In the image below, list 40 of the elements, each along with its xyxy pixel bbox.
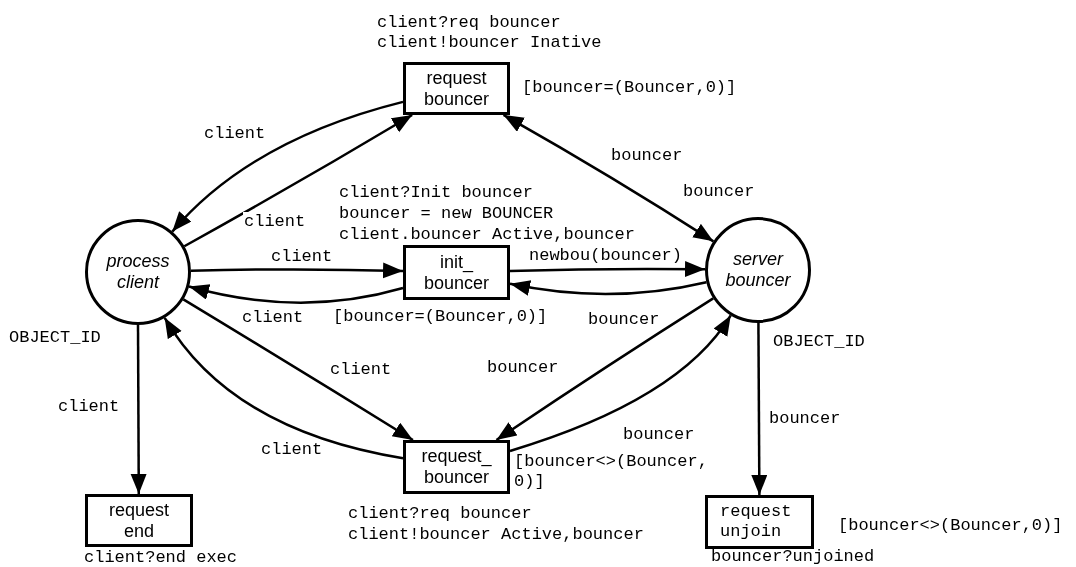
annotation-text: bouncer = new BOUNCER	[339, 204, 554, 224]
node-label: request end	[107, 499, 170, 542]
annotation-text: client?req bouncer	[377, 13, 561, 33]
transition-box	[403, 62, 510, 115]
annotation-text: [bouncer=(Bouncer,0)]	[333, 307, 548, 327]
arrow	[188, 283, 404, 304]
node-label: request_ bouncer	[420, 446, 493, 488]
annotation-text: client?Init bouncer	[339, 183, 533, 203]
arrow	[509, 261, 705, 278]
annotation-text: [bouncer<>(Bouncer,0)]	[838, 516, 1063, 536]
annotation-text: bouncer?unjoined	[711, 547, 875, 567]
arrow	[182, 298, 414, 442]
node-label: request bouncer	[422, 67, 491, 110]
arrow	[509, 314, 732, 453]
arrow	[183, 113, 413, 248]
node-label: server bouncer	[724, 249, 792, 291]
annotation-text: [bouncer<>(Bouncer, 0)]	[514, 452, 709, 492]
annotation-text: client?req bouncer	[348, 504, 532, 524]
transition-box	[403, 440, 510, 494]
arrow	[190, 262, 404, 279]
annotation-text: OBJECT_ID	[9, 328, 101, 348]
arrow	[163, 317, 404, 460]
arrow	[502, 113, 715, 243]
annotation-text: client?end exec	[84, 548, 238, 567]
annotation-text: client!bouncer Active,bouncer	[348, 525, 644, 545]
arrow	[495, 297, 714, 442]
arrow	[130, 325, 147, 494]
arrow	[751, 323, 768, 495]
arc-label: bouncer	[683, 182, 755, 202]
annotation-text: [bouncer=(Bouncer,0)]	[522, 78, 737, 98]
annotation-text: client.bouncer Active,bouncer	[339, 225, 635, 245]
arrow	[509, 279, 707, 296]
node-label: process client	[105, 251, 171, 293]
annotation-text: OBJECT_ID	[773, 332, 865, 352]
transition-box	[403, 245, 510, 300]
annotation-text: client!bouncer Inative	[377, 33, 602, 53]
transition-box	[85, 494, 193, 547]
arrow	[171, 100, 404, 233]
transition-box	[705, 495, 814, 549]
node-label: init_ bouncer	[422, 251, 491, 294]
